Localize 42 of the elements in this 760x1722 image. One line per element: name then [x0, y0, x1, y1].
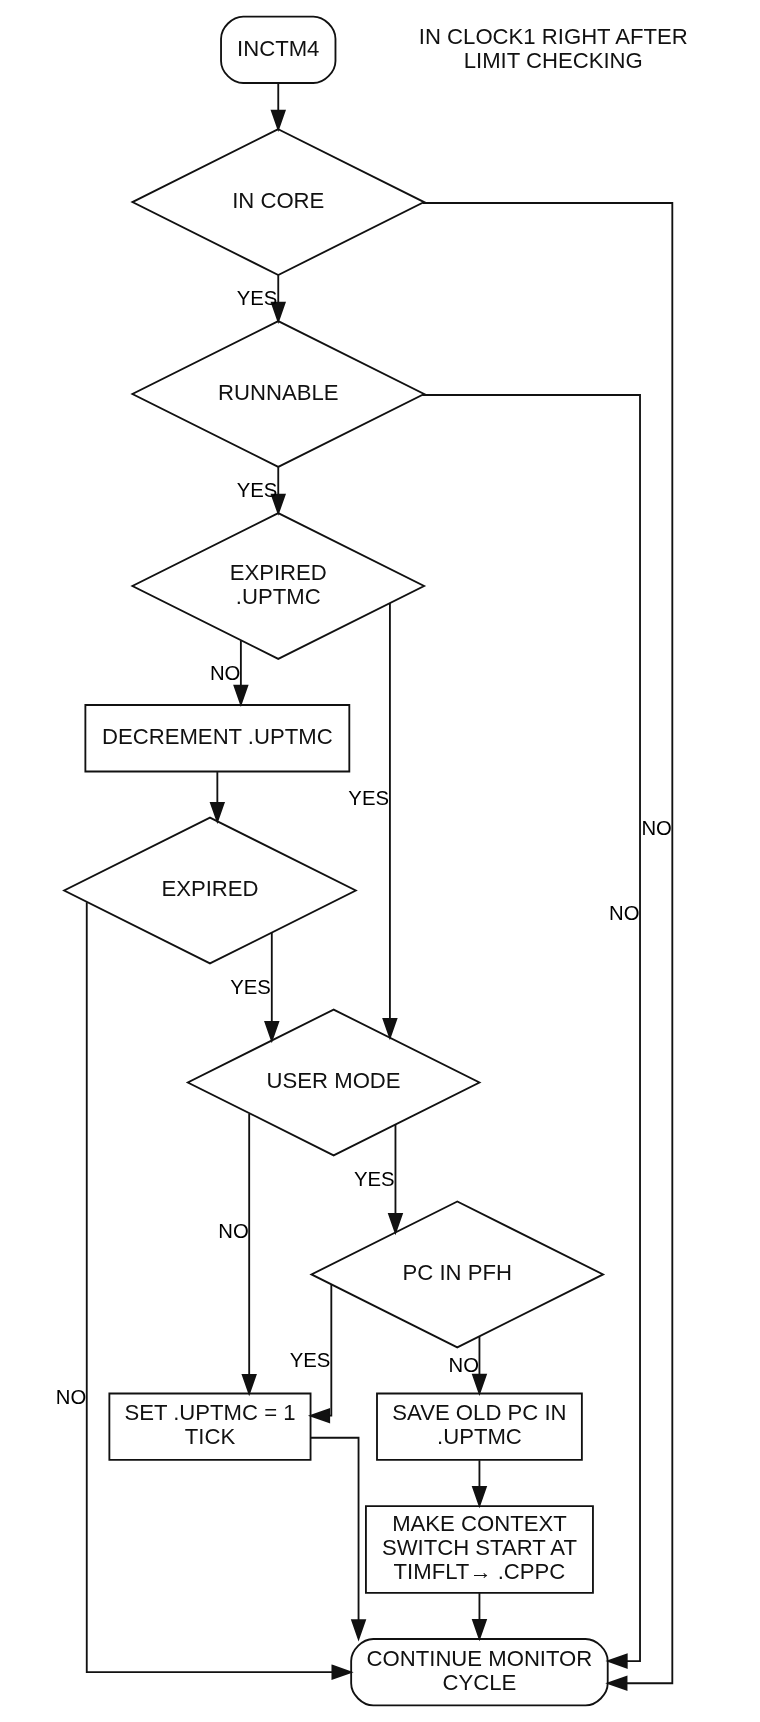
node-box: CONTINUE MONITOR CYCLE [350, 1638, 609, 1707]
node-box: SAVE OLD PC IN .UPTMC [376, 1392, 583, 1461]
edge-label: NO [641, 817, 672, 840]
node-diamond: RUNNABLE [130, 320, 427, 468]
arrow [241, 1112, 257, 1397]
edge-label: YES [236, 287, 278, 310]
arrow [307, 1283, 333, 1424]
node-label: IN CLOCK1 RIGHT AFTER LIMIT CHECKING [418, 23, 688, 73]
arrow [387, 1123, 404, 1236]
edge-label: YES [289, 1349, 331, 1372]
edge-label: YES [236, 479, 278, 502]
node-box: INCTM4 [220, 15, 337, 84]
arrow [270, 274, 286, 324]
arrow [421, 202, 674, 1692]
edge-label: NO [55, 1386, 87, 1409]
arrow [264, 931, 280, 1044]
node-box: MAKE CONTEXT SWITCH START AT TIMFLT→ .CPPC [365, 1505, 594, 1594]
edge-label: NO [209, 661, 241, 684]
arrow [471, 1335, 488, 1396]
node-diamond: PC IN PFH [309, 1200, 606, 1349]
arrow [270, 466, 286, 516]
node-box: SET .UPTMC = 1 TICK [108, 1392, 312, 1461]
arrow [209, 771, 226, 825]
node-diamond: USER MODE [185, 1008, 482, 1157]
arrow [85, 901, 354, 1680]
edge-label: NO [218, 1220, 249, 1243]
edge-label: NO [609, 901, 640, 924]
arrow [471, 1459, 488, 1509]
arrow [421, 394, 641, 1669]
node-diamond: IN CORE [130, 128, 427, 276]
edge-label: YES [230, 975, 271, 998]
arrow [309, 1436, 367, 1642]
arrow [471, 1592, 488, 1642]
arrow [270, 82, 286, 132]
node-box: DECREMENT .UPTMC [84, 704, 351, 773]
edge-label: YES [348, 787, 390, 810]
arrow [233, 640, 249, 707]
edge-label: NO [448, 1353, 479, 1376]
node-diamond: EXPIRED .UPTMC [130, 512, 427, 660]
arrow [382, 602, 398, 1041]
edge-label: YES [353, 1167, 395, 1190]
node-diamond: EXPIRED [62, 816, 358, 965]
